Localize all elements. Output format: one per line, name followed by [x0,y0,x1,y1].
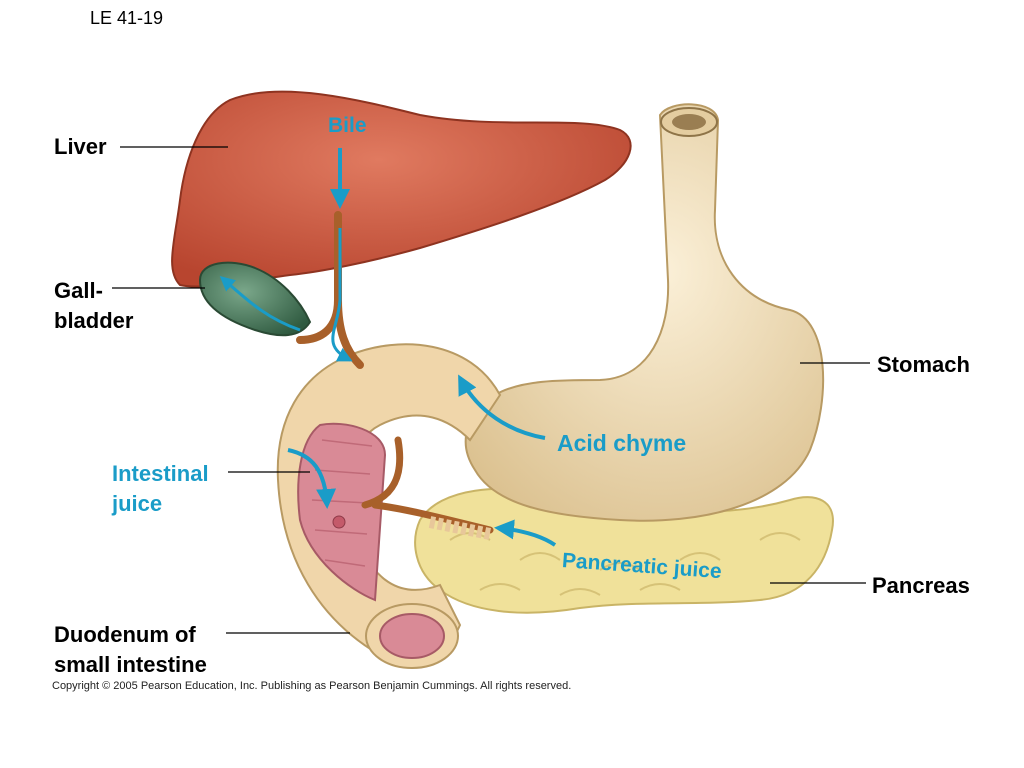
intestinal-juice-label-line2: juice [112,491,163,516]
gallbladder-label-line1: Gall- [54,278,103,303]
acid-chyme-label: Acid chyme [557,430,687,456]
intestinal-juice-arrow [287,448,337,509]
bile-duct-arrow [331,228,353,362]
pancreatic-juice-arrow [494,519,557,547]
intestinal-juice-label-line1: Intestinal [112,461,209,486]
acid-chyme-arrow [458,374,546,440]
liver [171,90,632,288]
gallbladder-arrow [219,276,301,332]
duodenum-label-line1: Duodenum of [54,622,196,647]
stomach-label: Stomach [877,352,970,377]
liver-label: Liver [54,134,107,159]
stomach [464,103,825,522]
gallbladder-label-line2: bladder [54,308,134,333]
slide-id: LE 41-19 [90,8,164,28]
bile-label: Bile [328,114,367,137]
copyright-notice: Copyright © 2005 Pearson Education, Inc.… [52,680,572,692]
pancreas-label: Pancreas [872,573,970,598]
duodenum-label-line2: small intestine [54,652,207,677]
